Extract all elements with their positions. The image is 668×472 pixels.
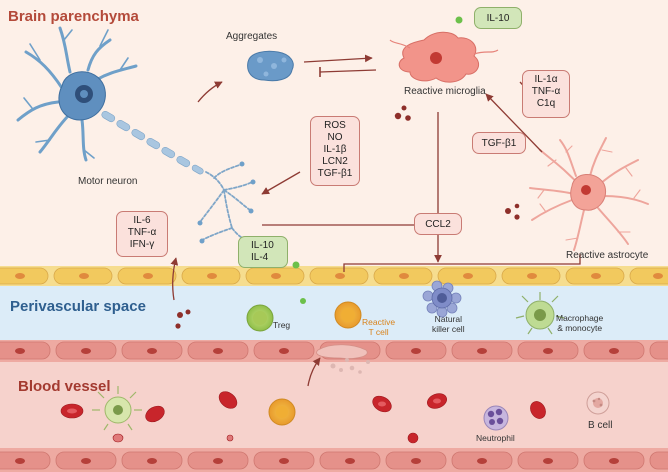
mediator-c1q: C1q <box>536 98 556 109</box>
blood-t-cell <box>268 398 296 426</box>
mediator-il10: IL-10 <box>251 240 274 251</box>
mediator-no: NO <box>327 132 343 143</box>
perivascular-band <box>0 280 668 340</box>
motor-neuron-cell <box>16 26 256 246</box>
reactive-microglia-cell <box>389 31 499 83</box>
nk-cell-label: Natural killer cell <box>432 314 465 334</box>
treg-cell <box>246 304 274 332</box>
th-cytokines-box: IL-6 TNF-α IFN-γ <box>116 211 168 257</box>
particles <box>175 16 520 329</box>
ccl2-text: CCL2 <box>425 219 451 230</box>
macrophage-label: Macrophage & monocyte <box>556 313 603 333</box>
b-cell-label: B cell <box>588 420 613 431</box>
mediator-il4: IL-4 <box>251 252 269 263</box>
blood-macrophage-cell <box>92 386 142 431</box>
neutrophil-cell <box>483 405 509 431</box>
reactive-astrocyte-cell <box>529 137 649 251</box>
macrophage-label-line1: Macrophage <box>556 313 604 323</box>
mediator-tnfa-2: TNF-α <box>127 227 157 238</box>
treg-label: Treg <box>273 320 291 330</box>
microglia-to-astrocyte-box: IL-1α TNF-α C1q <box>522 70 570 118</box>
il10-il4-box: IL-10 IL-4 <box>238 236 288 268</box>
ccl2-box: CCL2 <box>414 213 462 235</box>
vessel-wall-bottom <box>0 448 668 472</box>
mediator-il6: IL-6 <box>133 215 151 226</box>
neutrophil-label: Neutrophil <box>476 433 515 443</box>
reactive-astrocyte-label: Reactive astrocyte <box>566 250 649 261</box>
macrophage-label-line2: & monocyte <box>557 323 603 333</box>
reactive-t-cell-label-line2: T cell <box>368 327 389 337</box>
il10-top-text: IL-10 <box>486 13 510 24</box>
nk-cell-label-line2: killer cell <box>432 324 465 334</box>
b-cell <box>586 391 610 415</box>
nk-cell-label-line1: Natural <box>434 314 462 324</box>
mediator-lcn2: LCN2 <box>322 156 348 167</box>
red-blood-cells <box>60 391 546 444</box>
mediator-tnfa: TNF-α <box>531 86 561 97</box>
motor-neuron-label: Motor neuron <box>78 176 138 187</box>
reactive-t-cell <box>334 301 362 329</box>
aggregates-label: Aggregates <box>226 31 278 42</box>
tgf-b1-box: TGF-β1 <box>472 132 526 154</box>
endothelial-top-layer <box>0 266 668 286</box>
region-perivascular-space: Perivascular space <box>10 298 146 315</box>
aggregates-blob <box>247 50 294 82</box>
reactive-microglia-label: Reactive microglia <box>404 86 486 97</box>
reactive-t-cell-label: Reactive T cell <box>362 317 395 337</box>
mediator-il1a: IL-1α <box>534 74 558 85</box>
mediator-ros: ROS <box>324 120 346 131</box>
nk-cell <box>422 280 462 318</box>
tgf-b1-text: TGF-β1 <box>481 138 517 149</box>
rbc-centers <box>67 398 441 414</box>
transmigrating-cell <box>316 344 370 374</box>
mediator-tgfb1: TGF-β1 <box>317 168 353 179</box>
macrophage-cell <box>515 292 565 335</box>
mediator-il1b: IL-1β <box>323 144 347 155</box>
ros-mediators-box: ROS NO IL-1β LCN2 TGF-β1 <box>310 116 360 186</box>
reactive-t-cell-label-line1: Reactive <box>362 317 396 327</box>
region-brain-parenchyma: Brain parenchyma <box>8 8 139 25</box>
il10-top-box: IL-10 <box>474 7 522 29</box>
region-blood-vessel: Blood vessel <box>18 378 111 395</box>
mediator-ifng: IFN-γ <box>129 239 155 250</box>
